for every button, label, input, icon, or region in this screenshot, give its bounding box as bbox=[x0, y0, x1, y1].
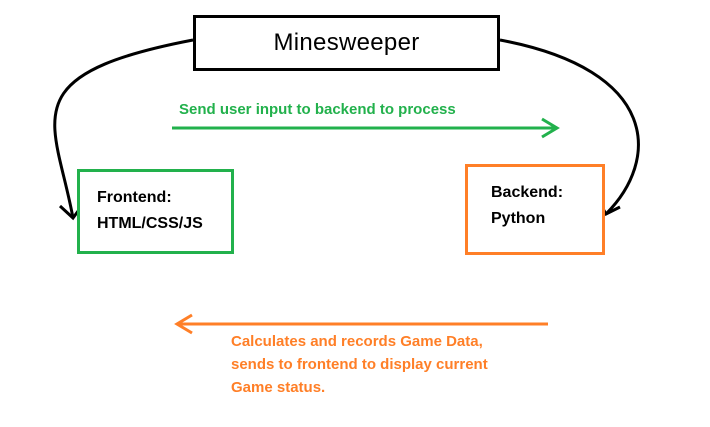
backend-tech: Python bbox=[491, 210, 546, 227]
return-flow-line-2: sends to frontend to display current bbox=[231, 356, 488, 373]
forward-arrowhead bbox=[541, 117, 560, 139]
frontend-box: Frontend: HTML/CSS/JS bbox=[77, 169, 234, 254]
return-flow-label: Calculates and records Game Data, sends … bbox=[231, 330, 551, 399]
return-arrowhead bbox=[174, 313, 193, 335]
frontend-tech: HTML/CSS/JS bbox=[97, 215, 203, 232]
return-flow-line-3: Game status. bbox=[231, 379, 326, 396]
diagram-title: Minesweeper bbox=[273, 29, 420, 56]
return-flow-line-1: Calculates and records Game Data, bbox=[231, 333, 483, 350]
title-to-frontend-connector bbox=[53, 38, 194, 219]
frontend-heading: Frontend: bbox=[97, 189, 172, 206]
title-to-backend-connector bbox=[499, 38, 640, 216]
backend-box: Backend: Python bbox=[465, 164, 605, 255]
forward-flow-label: Send user input to backend to process bbox=[179, 101, 456, 118]
title-box: Minesweeper bbox=[193, 15, 500, 71]
backend-heading: Backend: bbox=[491, 184, 564, 201]
